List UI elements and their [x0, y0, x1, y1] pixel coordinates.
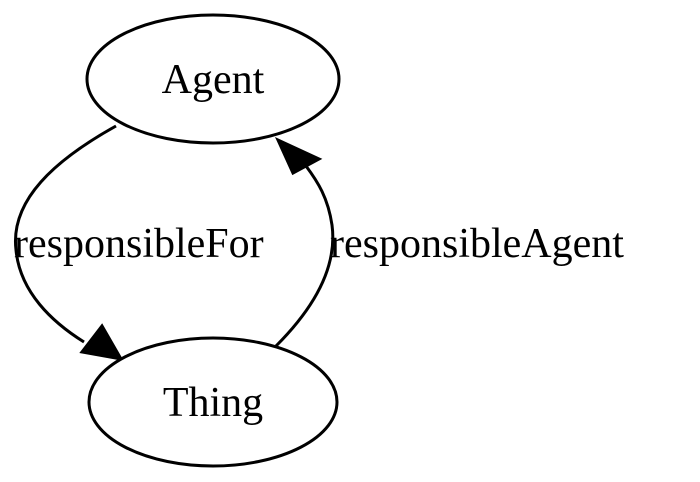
node-agent: Agent [85, 13, 341, 145]
edge-responsible-agent-line [274, 165, 335, 348]
node-thing: Thing [87, 336, 339, 468]
node-thing-label: Thing [163, 380, 263, 426]
edge-responsible-for-label: responsibleFor [14, 221, 264, 267]
edge-responsible-agent: responsibleAgent [274, 136, 624, 348]
edge-responsible-for-arrowhead [79, 323, 124, 362]
node-agent-shape [85, 13, 341, 145]
edge-responsible-agent-arrowhead [274, 136, 323, 176]
edge-responsible-for: responsibleFor [13, 124, 264, 362]
node-agent-label: Agent [162, 57, 265, 103]
edge-responsible-for-line [13, 124, 117, 344]
edge-responsible-agent-label: responsibleAgent [330, 221, 624, 267]
node-thing-shape [87, 336, 339, 468]
